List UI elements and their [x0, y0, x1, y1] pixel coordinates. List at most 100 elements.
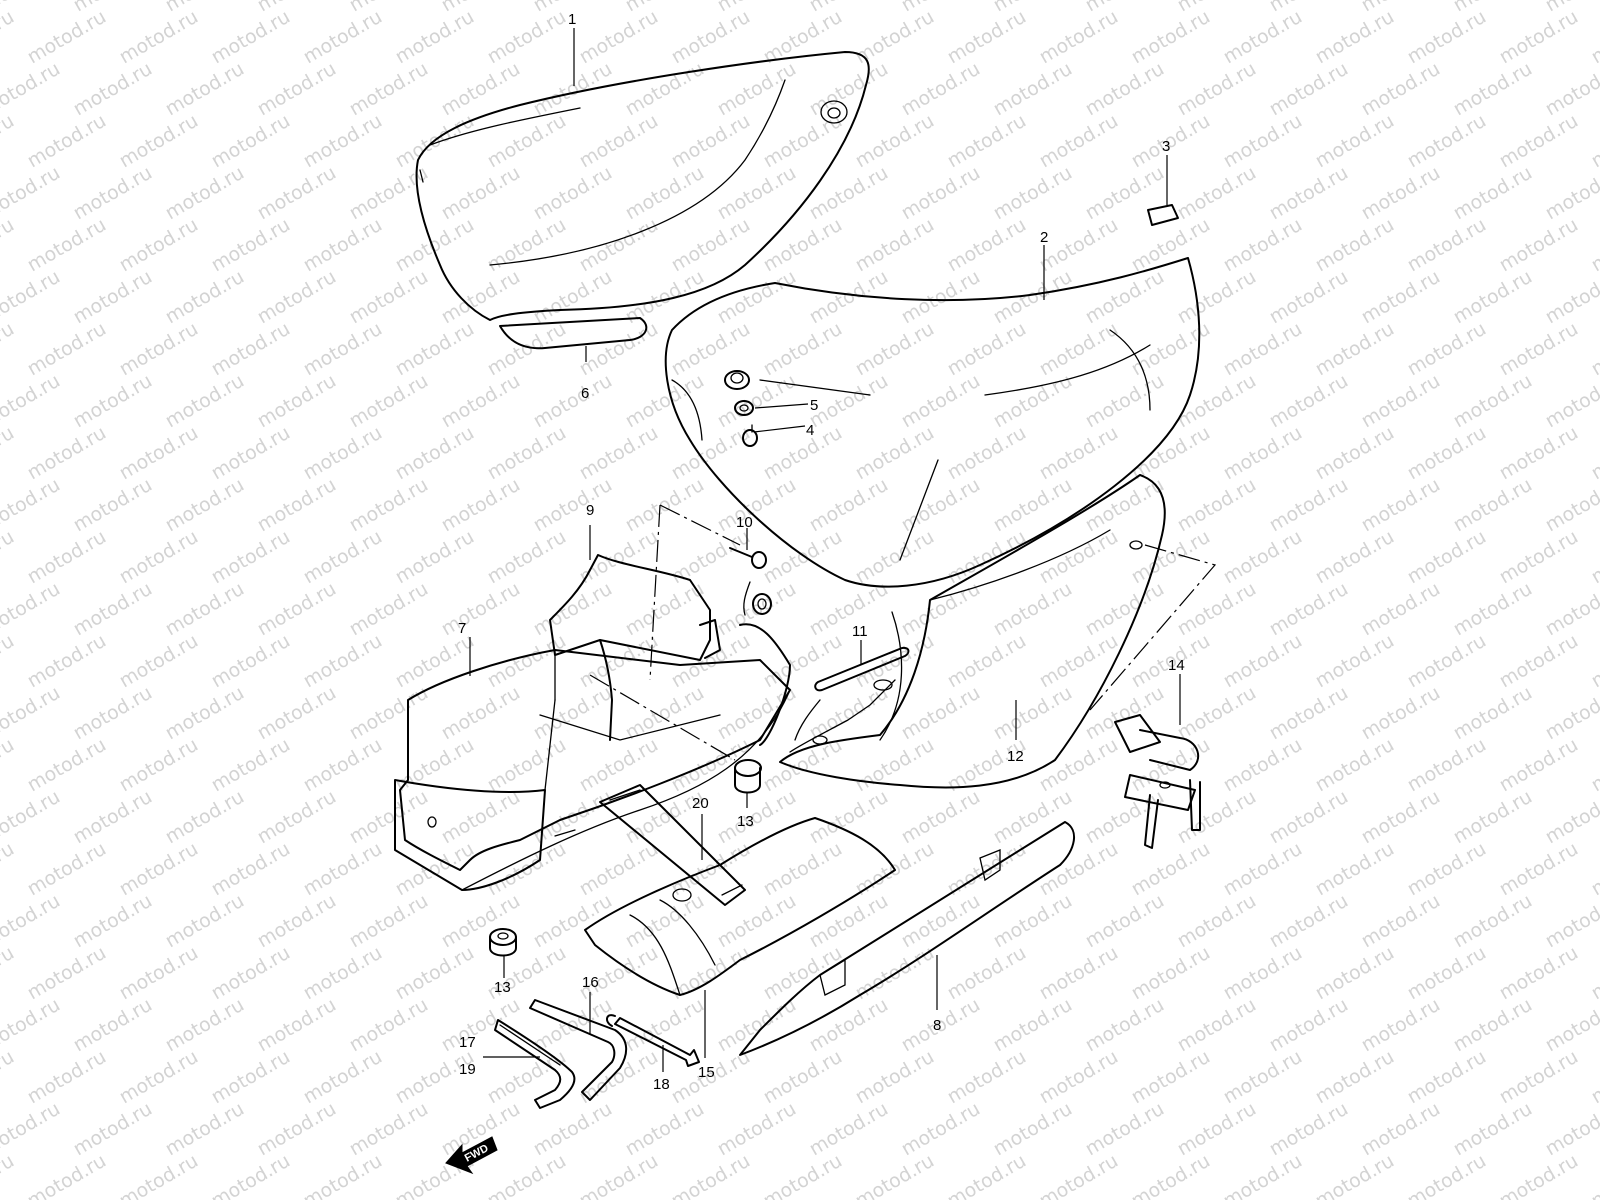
- watermark-text: motod.ru: [0, 890, 64, 953]
- watermark-text: motod.ru: [1220, 526, 1306, 589]
- watermark-text: motod.ru: [576, 942, 662, 1005]
- callout-9: 9: [586, 502, 594, 519]
- watermark-text: motod.ru: [1220, 734, 1306, 797]
- part-15-tool-bag: [584, 817, 896, 996]
- watermark-text: motod.ru: [484, 1150, 570, 1200]
- watermark-text: motod.ru: [990, 578, 1076, 641]
- watermark-text: motod.ru: [300, 630, 386, 693]
- part-8-cover-plate: [739, 821, 1075, 1056]
- watermark-text: motod.ru: [1404, 630, 1490, 693]
- watermark-text: motod.ru: [1128, 526, 1214, 589]
- watermark-text: motod.ru: [24, 318, 110, 381]
- watermark-text: motod.ru: [1082, 266, 1168, 329]
- watermark-text: motod.ru: [392, 942, 478, 1005]
- watermark-text: motod.ru: [1220, 318, 1306, 381]
- watermark-text: motod.ru: [116, 6, 202, 69]
- watermark-text: motod.ru: [1036, 110, 1122, 173]
- watermark-text: motod.ru: [1220, 110, 1306, 173]
- watermark-text: motod.ru: [162, 890, 248, 953]
- part-17-19-l-wrench: [494, 1019, 576, 1109]
- watermark-text: motod.ru: [392, 526, 478, 589]
- watermark-text: motod.ru: [1450, 890, 1536, 953]
- watermark-text: motod.ru: [1496, 838, 1582, 901]
- watermark-text: motod.ru: [1588, 734, 1600, 797]
- watermark-text: motod.ru: [668, 526, 754, 589]
- watermark-text: motod.ru: [116, 630, 202, 693]
- watermark-text: motod.ru: [760, 942, 846, 1005]
- watermark-text: motod.ru: [1266, 890, 1352, 953]
- watermark-text: motod.ru: [438, 370, 524, 433]
- watermark-text: motod.ru: [162, 682, 248, 745]
- watermark-text: motod.ru: [162, 58, 248, 121]
- watermark-text: motod.ru: [576, 1150, 662, 1200]
- watermark-text: motod.ru: [254, 162, 340, 225]
- watermark-text: motod.ru: [530, 890, 616, 953]
- watermark-text: motod.ru: [346, 266, 432, 329]
- callout-20: 20: [692, 795, 709, 812]
- watermark-text: motod.ru: [162, 370, 248, 433]
- watermark-text: motod.ru: [622, 0, 708, 16]
- watermark-text: motod.ru: [1588, 838, 1600, 901]
- watermark-text: motod.ru: [24, 6, 110, 69]
- watermark-text: motod.ru: [1312, 1046, 1398, 1109]
- watermark-text: motod.ru: [208, 6, 294, 69]
- watermark-text: motod.ru: [162, 0, 248, 16]
- watermark-text: motod.ru: [1082, 994, 1168, 1057]
- watermark-text: motod.ru: [346, 58, 432, 121]
- leader-lines: [469, 28, 1181, 1072]
- watermark-text: motod.ru: [852, 318, 938, 381]
- watermark-text: motod.ru: [116, 1150, 202, 1200]
- watermark-text: motod.ru: [254, 682, 340, 745]
- watermark-text: motod.ru: [714, 578, 800, 641]
- watermark-text: motod.ru: [0, 1046, 18, 1109]
- watermark-text: motod.ru: [714, 162, 800, 225]
- watermark-text: motod.ru: [1266, 578, 1352, 641]
- watermark-text: motod.ru: [254, 474, 340, 537]
- callout-11: 11: [852, 623, 868, 640]
- watermark-text: motod.ru: [1450, 58, 1536, 121]
- watermark-text: motod.ru: [1358, 162, 1444, 225]
- watermark-text: motod.ru: [852, 526, 938, 589]
- watermark-text: motod.ru: [990, 1098, 1076, 1161]
- watermark-text: motod.ru: [714, 682, 800, 745]
- watermark-text: motod.ru: [70, 890, 156, 953]
- watermark-text: motod.ru: [622, 474, 708, 537]
- watermark-text: motod.ru: [1588, 422, 1600, 485]
- watermark-text: motod.ru: [1496, 942, 1582, 1005]
- watermark-text: motod.ru: [1358, 58, 1444, 121]
- watermark-text: motod.ru: [1588, 526, 1600, 589]
- watermark-text: motod.ru: [208, 1150, 294, 1200]
- watermark-text: motod.ru: [1588, 1046, 1600, 1109]
- watermark-text: motod.ru: [576, 318, 662, 381]
- watermark-text: motod.ru: [0, 942, 18, 1005]
- watermark-text: motod.ru: [484, 734, 570, 797]
- watermark-text: motod.ru: [438, 578, 524, 641]
- watermark-text: motod.ru: [254, 890, 340, 953]
- watermark-text: motod.ru: [300, 734, 386, 797]
- watermark-text: motod.ru: [392, 214, 478, 277]
- callout-4: 4: [806, 422, 814, 439]
- watermark-text: motod.ru: [392, 838, 478, 901]
- watermark-text: motod.ru: [484, 526, 570, 589]
- callout-18: 18: [653, 1076, 670, 1093]
- watermark-text: motod.ru: [576, 422, 662, 485]
- watermark-text: motod.ru: [852, 214, 938, 277]
- watermark-text: motod.ru: [1404, 838, 1490, 901]
- watermark-text: motod.ru: [852, 110, 938, 173]
- watermark-text: motod.ru: [990, 682, 1076, 745]
- watermark-text: motod.ru: [70, 994, 156, 1057]
- watermark-text: motod.ru: [0, 786, 64, 849]
- watermark-text: motod.ru: [0, 994, 64, 1057]
- callout-3: 3: [1162, 138, 1170, 155]
- watermark-text: motod.ru: [1312, 942, 1398, 1005]
- watermark-text: motod.ru: [806, 994, 892, 1057]
- watermark-text: motod.ru: [576, 6, 662, 69]
- watermark-text: motod.ru: [1128, 318, 1214, 381]
- watermark-text: motod.ru: [530, 58, 616, 121]
- watermark-text: motod.ru: [1174, 1098, 1260, 1161]
- watermark-text: motod.ru: [254, 1098, 340, 1161]
- watermark-text: motod.ru: [116, 942, 202, 1005]
- watermark-text: motod.ru: [1496, 110, 1582, 173]
